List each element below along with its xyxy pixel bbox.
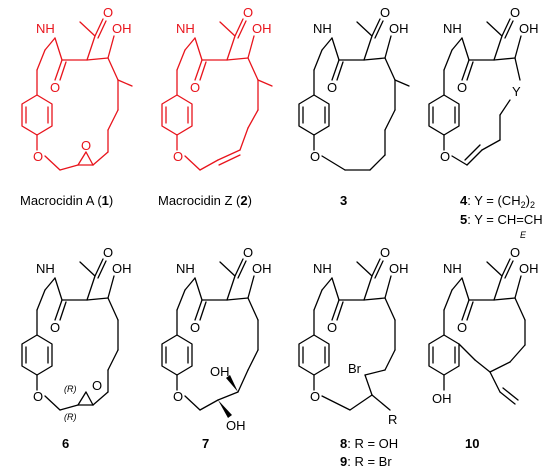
nh-label: NH <box>313 261 332 276</box>
caption-3: 3 <box>340 193 347 208</box>
hydroxyl-label-1: OH <box>210 364 230 379</box>
y-label: Y <box>512 84 521 99</box>
nh-label: NH <box>36 261 55 276</box>
carbonyl-o-label: O <box>103 245 113 260</box>
ether-o-label: O <box>440 149 450 164</box>
caption-9: 9: R = Br <box>340 454 392 469</box>
oh-label: OH <box>112 261 132 276</box>
oh-label: OH <box>252 261 272 276</box>
stereo-r-label-2: (R) <box>64 412 77 422</box>
stereo-r-label-1: (R) <box>64 384 77 394</box>
molecule-1-macrocidin-a: NH O OH O O O <box>21 5 133 171</box>
ketone-o-label: O <box>457 320 467 335</box>
phenol-oh-label: OH <box>432 391 452 406</box>
oh-label: OH <box>389 261 409 276</box>
oh-label: OH <box>112 21 132 36</box>
ketone-o-label: O <box>50 320 60 335</box>
ketone-o-label: O <box>327 320 337 335</box>
oh-label: OH <box>519 21 539 36</box>
carbonyl-o-label: O <box>510 5 520 20</box>
nh-label: NH <box>36 21 55 36</box>
caption-8: 8: R = OH <box>340 436 398 451</box>
oh-label: OH <box>389 21 409 36</box>
carbonyl-o-label: O <box>380 5 390 20</box>
nh-label: NH <box>443 21 462 36</box>
ketone-o-label: O <box>457 80 467 95</box>
ether-o-label: O <box>173 149 183 164</box>
bromine-label: Br <box>348 361 362 376</box>
caption-7: 7 <box>202 436 209 451</box>
oh-label: OH <box>519 261 539 276</box>
molecule-6: NH O OH O O O (R) (R) <box>21 245 132 422</box>
ketone-o-label: O <box>50 80 60 95</box>
epoxide-o-label: O <box>81 138 91 153</box>
ether-o-label: O <box>310 389 320 404</box>
caption-1: Macrocidin A (1) <box>20 193 113 208</box>
caption-2: Macrocidin Z (2) <box>158 193 252 208</box>
caption-6: 6 <box>62 436 69 451</box>
carbonyl-o-label: O <box>380 245 390 260</box>
r-group-label: R <box>388 412 397 427</box>
caption-4: 4: Y = (CH2)2 <box>460 193 535 210</box>
ether-o-label: O <box>310 149 320 164</box>
nh-label: NH <box>443 261 462 276</box>
carbonyl-o-label: O <box>510 245 520 260</box>
carbonyl-o-label: O <box>103 5 113 20</box>
molecule-3: NH O OH O O <box>298 5 410 171</box>
ketone-o-label: O <box>190 80 200 95</box>
molecule-2-macrocidin-z: NH O OH O O <box>161 5 273 171</box>
nh-label: NH <box>313 21 332 36</box>
hydroxyl-label-2: OH <box>226 418 246 433</box>
epoxide-o-label: O <box>92 378 102 393</box>
nh-label: NH <box>176 21 195 36</box>
oh-label: OH <box>252 21 272 36</box>
e-label: E <box>520 230 527 240</box>
ether-o-label: O <box>173 389 183 404</box>
molecule-8-9: NH O OH O O Br R <box>298 245 409 427</box>
nh-label: NH <box>176 261 195 276</box>
molecule-10: NH O OH O OH <box>428 245 539 406</box>
ketone-o-label: O <box>327 80 337 95</box>
carbonyl-o-label: O <box>243 245 253 260</box>
carbonyl-o-label: O <box>243 5 253 20</box>
ketone-o-label: O <box>190 320 200 335</box>
ether-o-label: O <box>33 389 43 404</box>
caption-5: 5: Y = CH=CH <box>460 212 543 227</box>
caption-10: 10 <box>465 436 479 451</box>
molecule-4-5: NH O OH O Y O <box>428 5 539 166</box>
ether-o-label: O <box>33 149 43 164</box>
molecule-7: NH O OH O O OH OH <box>161 245 272 433</box>
